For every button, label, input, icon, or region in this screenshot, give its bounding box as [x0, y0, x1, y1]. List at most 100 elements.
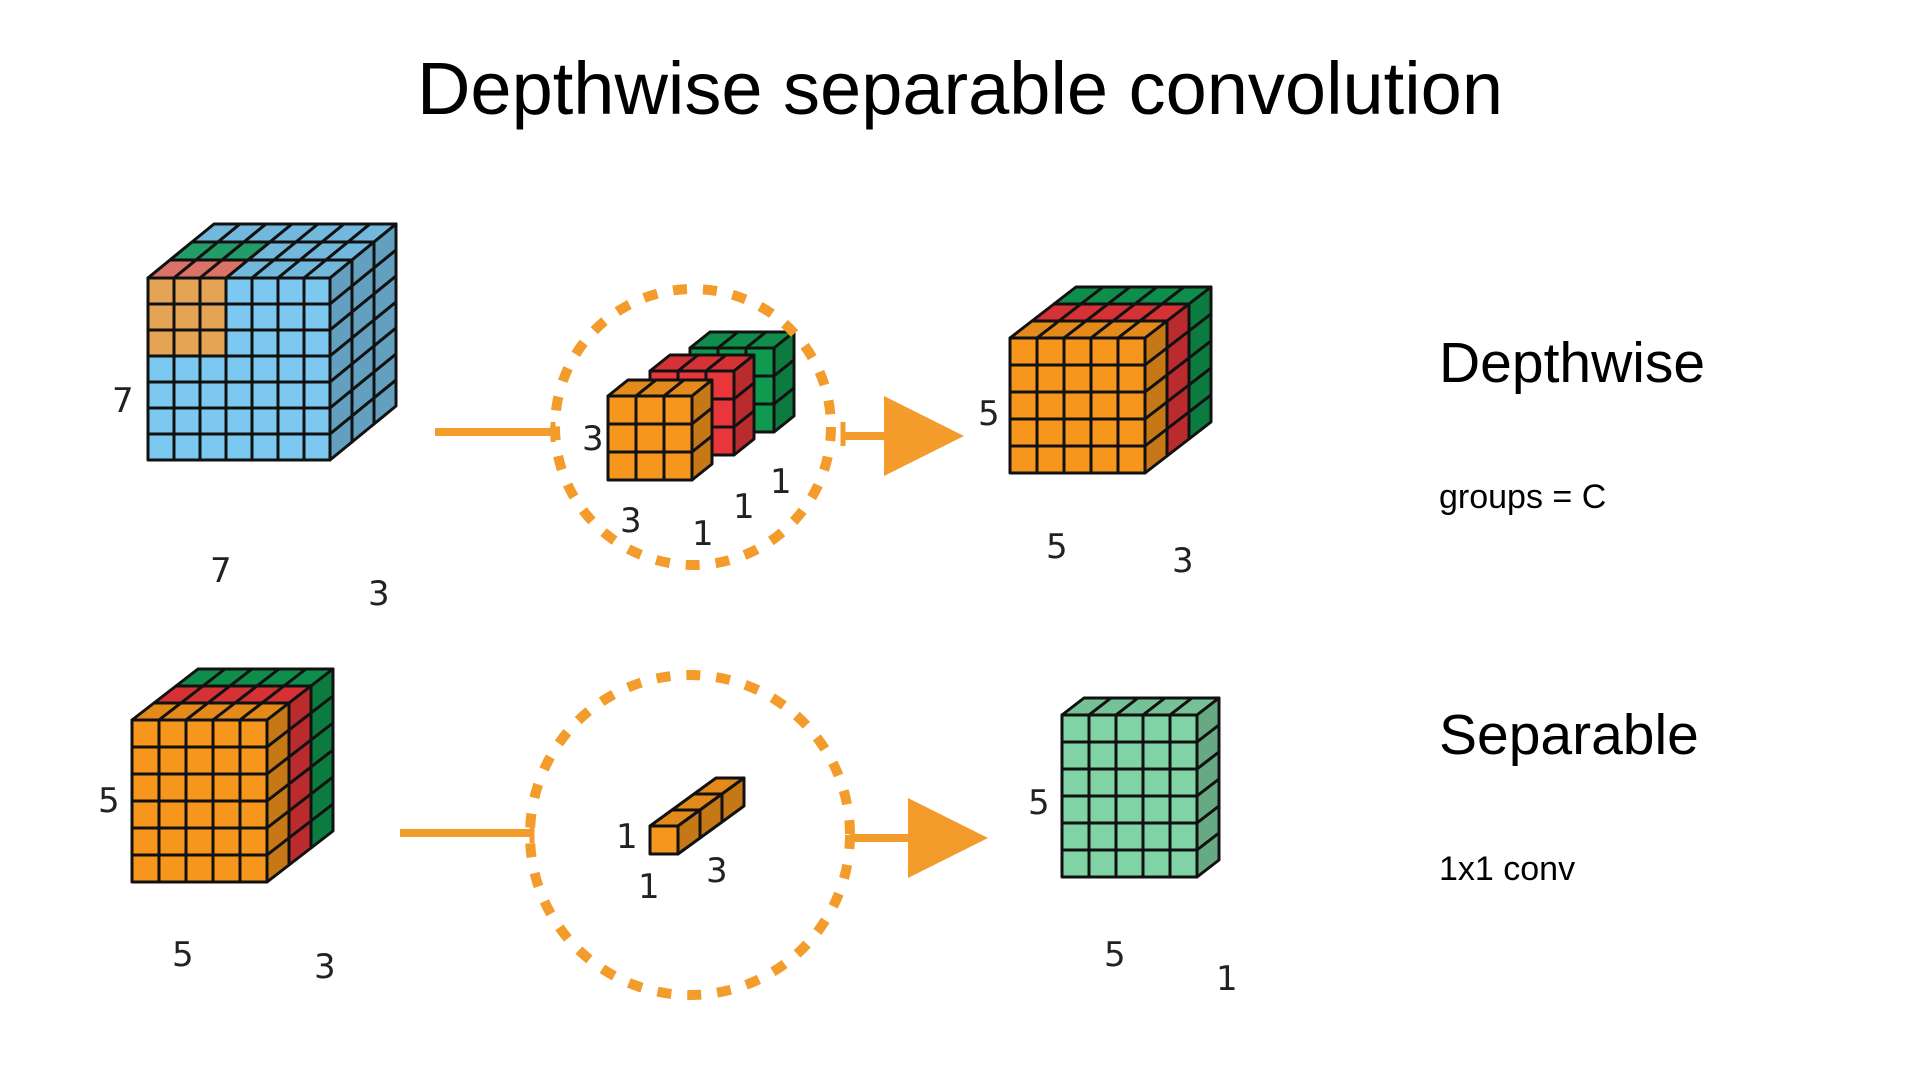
cube-front-face [224, 354, 254, 384]
cube-front-face [130, 853, 161, 884]
dim-label-width: 5 [172, 935, 194, 975]
cube-front-face [238, 745, 269, 776]
dim-label-width: 5 [1046, 527, 1068, 567]
cube-front-face [157, 745, 188, 776]
depthwise-kernels-3x3 [606, 330, 796, 482]
cube-front-face [606, 422, 638, 454]
section-note-depthwise: groups = C [1439, 478, 1607, 516]
dim-label-depth: 3 [314, 947, 336, 987]
cube-front-face [1060, 794, 1091, 825]
cube-front-face [1062, 390, 1093, 421]
cube-front-face [1087, 740, 1118, 771]
cube-front-face [302, 276, 332, 306]
cube-front-face [1114, 713, 1145, 744]
cube-front-face [1062, 444, 1093, 475]
cube-front-face [1087, 821, 1118, 852]
cube-front-face [662, 422, 694, 454]
depthwise-output-5x5x3 [1008, 285, 1213, 475]
cube-front-face [250, 328, 280, 358]
dim-label-height: 7 [112, 381, 134, 421]
window-cell [146, 328, 176, 358]
cube-front-face [1060, 740, 1091, 771]
cube-front-face [184, 826, 215, 857]
cube-front-face [250, 380, 280, 410]
cube-front-face [211, 772, 242, 803]
cube-front-face [1035, 390, 1066, 421]
dim-label-height: 5 [1028, 783, 1050, 823]
cube-front-face [1141, 740, 1172, 771]
cube-front-face [1141, 713, 1172, 744]
cube-front-face [238, 772, 269, 803]
cube-front-face [1168, 767, 1199, 798]
cube-front-face [1087, 794, 1118, 825]
cube-front-face [157, 826, 188, 857]
cube-front-face [1089, 390, 1120, 421]
cube-front-face [1116, 336, 1147, 367]
window-cell [146, 276, 176, 306]
cube-front-face [130, 772, 161, 803]
dim-label-width: 3 [620, 501, 642, 541]
cube-front-face [1062, 363, 1093, 394]
cube-front-face [146, 354, 176, 384]
cube-front-face [198, 432, 228, 462]
cube-front-face [1114, 767, 1145, 798]
window-cell [172, 302, 202, 332]
cube-front-face [1116, 417, 1147, 448]
cube-front-face [184, 745, 215, 776]
cube-front-face [146, 406, 176, 436]
cube-front-face [211, 853, 242, 884]
cube-front-face [1089, 363, 1120, 394]
cube-front-face [276, 302, 306, 332]
cube-front-face [1008, 417, 1039, 448]
pointwise-kernel-1x1x3 [648, 776, 746, 856]
cube-front-face [1116, 363, 1147, 394]
cube-front-face [1087, 848, 1118, 879]
cube-front-face [172, 432, 202, 462]
cube-front-face [250, 276, 280, 306]
cube-front-face [157, 772, 188, 803]
dim-label-height: 3 [582, 419, 604, 459]
cube-front-face [130, 799, 161, 830]
cube-front-face [1087, 767, 1118, 798]
cube-front-face [1060, 713, 1091, 744]
cube-front-face [198, 406, 228, 436]
cube-front-face [146, 432, 176, 462]
cube-front-face [250, 406, 280, 436]
cube-front-face [302, 380, 332, 410]
cube-front-face [302, 354, 332, 384]
cube-front-face [184, 853, 215, 884]
cube-front-face [250, 354, 280, 384]
cube-front-face [238, 853, 269, 884]
separable-input-5x5x3 [130, 667, 335, 884]
cube-front-face [1114, 848, 1145, 879]
cube-front-face [1035, 417, 1066, 448]
cube-front-face [250, 302, 280, 332]
dim-label-depth: 3 [368, 574, 390, 614]
window-cell [146, 302, 176, 332]
cube-front-face [606, 450, 638, 482]
cube-front-face [224, 302, 254, 332]
cube-front-face [1035, 363, 1066, 394]
cube-front-face [1062, 417, 1093, 448]
cube-front-face [1141, 767, 1172, 798]
cube-front-face [250, 432, 280, 462]
cube-front-face [130, 826, 161, 857]
cube-front-face [302, 328, 332, 358]
cube-front-face [634, 450, 666, 482]
cube-front-face [1060, 767, 1091, 798]
cube-front-face [184, 799, 215, 830]
cube-front-face [238, 799, 269, 830]
cube-front-face [1168, 794, 1199, 825]
dim-label-height: 5 [98, 781, 120, 821]
cube-front-face [1060, 821, 1091, 852]
cube-front-face [1114, 794, 1145, 825]
cube-front-face [1062, 336, 1093, 367]
cube-front-face [198, 354, 228, 384]
cube-front-face [198, 380, 228, 410]
cube-front-face [157, 718, 188, 749]
cube-front-face [1116, 390, 1147, 421]
cube-front-face [211, 745, 242, 776]
cube-front-face [1008, 390, 1039, 421]
cube-front-face [224, 276, 254, 306]
cube-front-face [302, 302, 332, 332]
